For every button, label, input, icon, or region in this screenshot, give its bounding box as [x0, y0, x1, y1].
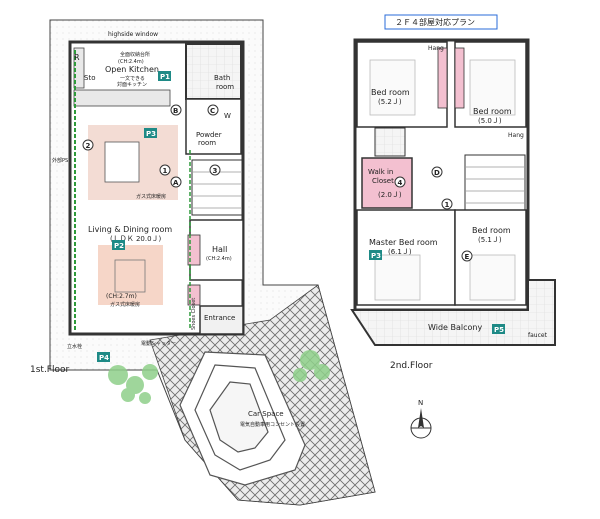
badge-p5: P5 [492, 324, 505, 334]
marker-4: 4 [394, 176, 406, 188]
bed2-label: Bed room [473, 107, 512, 116]
svg-text:1: 1 [445, 201, 450, 209]
svg-text:P4: P4 [99, 354, 109, 362]
marker-b: B [170, 104, 182, 116]
powder-label-2: room [198, 139, 216, 147]
hall-ceiling-label: (CH:2.4m) [206, 256, 232, 262]
marker-a: A [170, 176, 182, 188]
electric-shutter-label: 電動シャッター [141, 340, 176, 347]
svg-text:B: B [173, 107, 178, 115]
bath-label: Bath [214, 74, 230, 82]
bed1-size: (5.2Ｊ) [378, 98, 402, 106]
floor1-label: 1st.Floor [30, 365, 69, 375]
gas-heater-2: ガス式床暖房 [110, 301, 140, 308]
svg-text:1: 1 [163, 167, 168, 175]
marker-3: 3 [209, 164, 221, 176]
hall-label: Hall [212, 245, 227, 254]
powder-label: Powder [196, 131, 222, 139]
entrance-label: Entrance [204, 314, 235, 322]
kitchen-note2: 対面キッチン [117, 81, 147, 88]
svg-text:P3: P3 [371, 252, 381, 260]
svg-text:P3: P3 [146, 130, 156, 138]
highside-window-label: highside window [108, 31, 158, 38]
outdoor-faucet-label: 立水栓 [67, 343, 82, 350]
hang1-label: Hang [428, 45, 444, 52]
marker-2: 2 [82, 139, 94, 151]
shoes-closet-label: Shoes Closet [191, 298, 197, 330]
kitchen-ceiling-label: (CH:2.4m) [118, 59, 144, 65]
bed3-label: Bed room [472, 226, 511, 235]
marker-e: E [461, 250, 473, 262]
fence-line [74, 50, 191, 330]
living-label: Living & Dining room [88, 225, 172, 234]
svg-text:3: 3 [213, 167, 218, 175]
svg-text:A: A [173, 179, 179, 187]
svg-text:P5: P5 [494, 326, 504, 334]
badge-p3-floor2: P3 [369, 250, 382, 260]
svg-text:C: C [210, 107, 215, 115]
bed2-size: (5.0Ｊ) [478, 117, 502, 125]
svg-text:N: N [418, 399, 423, 407]
car-note-label: 電気自動車用コンセント設置 [240, 421, 305, 428]
svg-text:２Ｆ４部屋対応プラン: ２Ｆ４部屋対応プラン [395, 17, 475, 27]
grass-patches [108, 350, 330, 404]
floor2-label: 2nd.Floor [390, 361, 433, 371]
kitchen-note1: 一文できる [120, 75, 145, 82]
floor1-building [68, 40, 245, 336]
badge-p3: P3 [144, 128, 157, 138]
plan-banner: ２Ｆ４部屋対応プラン [384, 14, 498, 30]
open-kitchen-label: Open Kitchen [105, 65, 159, 74]
bed1-label: Bed room [371, 88, 410, 97]
kitchen-jp-label: 全面収納台所 [120, 51, 150, 58]
marker-1-floor2: 1 [441, 198, 453, 210]
r-label: R [74, 53, 80, 62]
w-label: W [224, 112, 231, 120]
compass-icon: N [410, 399, 432, 439]
marker-c: C [207, 104, 219, 116]
faucet-label: faucet [528, 332, 548, 339]
marker-d: D [431, 166, 443, 178]
car-outline [179, 351, 306, 486]
svg-text:4: 4 [398, 179, 403, 187]
badge-p4: P4 [97, 352, 110, 362]
svg-text:D: D [434, 169, 440, 177]
walkin-label: Walk in [368, 168, 393, 176]
svg-text:2: 2 [86, 142, 91, 150]
living-ceiling-label: (CH:2.7m) [106, 293, 137, 300]
master-label: Master Bed room [369, 238, 438, 247]
bath-label-2: room [216, 83, 234, 91]
badge-p2: P2 [112, 240, 125, 250]
bed3-size: (5.1Ｊ) [478, 236, 502, 244]
hang2-label: Hang [508, 132, 524, 139]
sto-label: Sto [84, 74, 95, 82]
closet-label: Closet [372, 177, 394, 185]
balcony-label: Wide Balcony [428, 323, 482, 332]
walkin-size: (2.0Ｊ) [378, 191, 402, 199]
svg-text:E: E [465, 253, 470, 261]
master-size: (6.1Ｊ) [388, 248, 412, 256]
car-space-label: Car Space [248, 410, 284, 418]
marker-1: 1 [159, 164, 171, 176]
external-ps-label: 外部PS [52, 157, 68, 164]
gas-heater-1: ガス式床暖房 [136, 193, 166, 200]
svg-text:P2: P2 [114, 242, 124, 250]
svg-text:P1: P1 [160, 73, 170, 81]
ldk-label: (ＬＤＫ 20.0Ｊ) [110, 235, 162, 243]
badge-p1: P1 [158, 71, 171, 81]
